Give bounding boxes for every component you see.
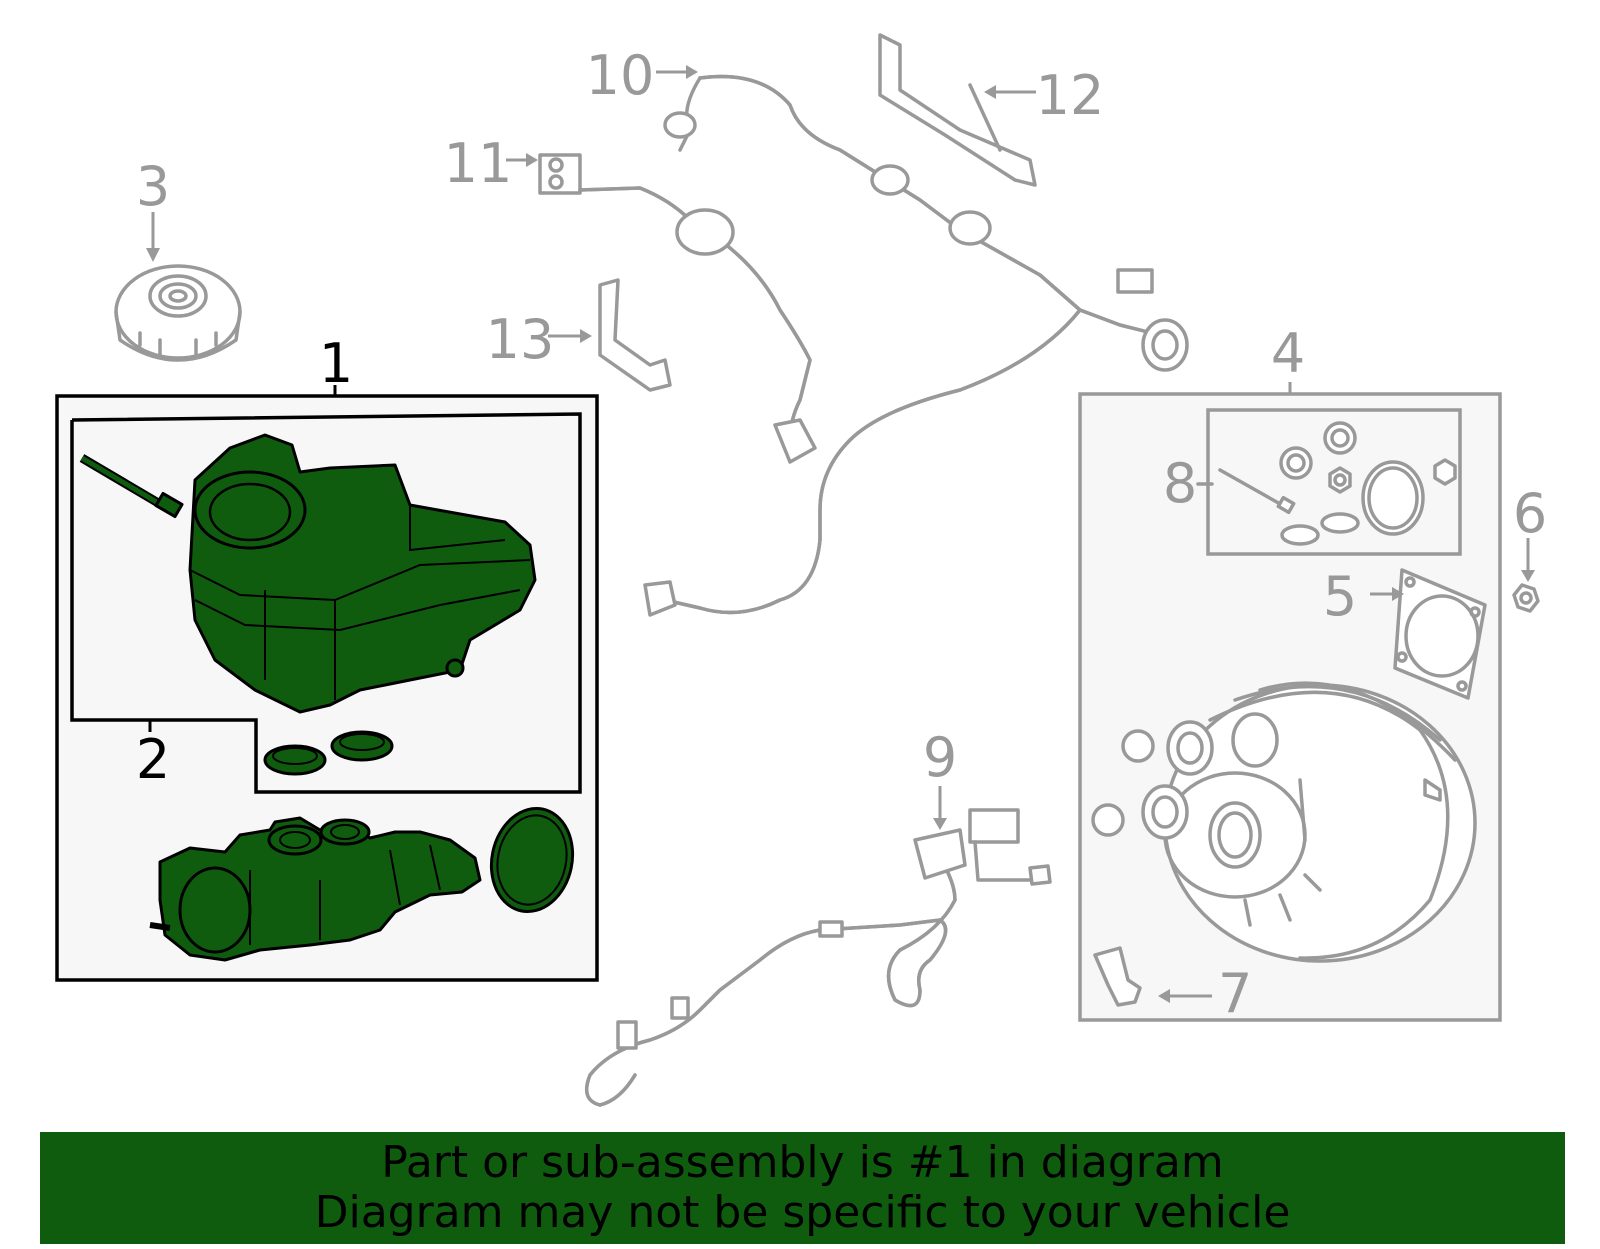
master-cylinder-body xyxy=(149,816,482,962)
banner-line-2: Diagram may not be specific to your vehi… xyxy=(314,1187,1291,1238)
wiring-harness xyxy=(584,786,1052,1107)
booster-gasket xyxy=(1370,568,1487,700)
hose-bracket-13 xyxy=(548,278,672,392)
callout-9: 9 xyxy=(923,726,957,789)
callout-1: 1 xyxy=(319,332,353,395)
info-banner: Part or sub-assembly is #1 in diagram Di… xyxy=(40,1132,1565,1244)
callout-5: 5 xyxy=(1323,565,1357,628)
vacuum-hose xyxy=(643,65,1189,617)
callout-11: 11 xyxy=(444,132,513,195)
brake-fluid-reservoir xyxy=(188,433,537,714)
banner-line-1: Part or sub-assembly is #1 in diagram xyxy=(381,1137,1224,1188)
master-cylinder-o-ring xyxy=(489,806,575,914)
callout-8: 8 xyxy=(1163,452,1197,515)
callout-10: 10 xyxy=(586,44,655,107)
seal-kit xyxy=(1196,421,1457,546)
vacuum-line xyxy=(506,153,817,464)
callout-7: 7 xyxy=(1218,962,1252,1025)
booster-nut xyxy=(1512,538,1540,613)
brake-booster xyxy=(1091,681,1477,963)
callout-6: 6 xyxy=(1513,482,1547,545)
callout-13: 13 xyxy=(486,308,555,371)
hose-bracket-12 xyxy=(878,33,1037,187)
reservoir-grommets xyxy=(263,730,394,776)
booster-sensor xyxy=(1093,946,1212,1007)
reservoir-cap xyxy=(114,212,242,362)
callout-4: 4 xyxy=(1271,322,1305,385)
callout-3: 3 xyxy=(136,155,170,218)
callout-2: 2 xyxy=(136,728,170,791)
reservoir-bolt xyxy=(79,454,184,519)
callout-12: 12 xyxy=(1036,64,1105,127)
